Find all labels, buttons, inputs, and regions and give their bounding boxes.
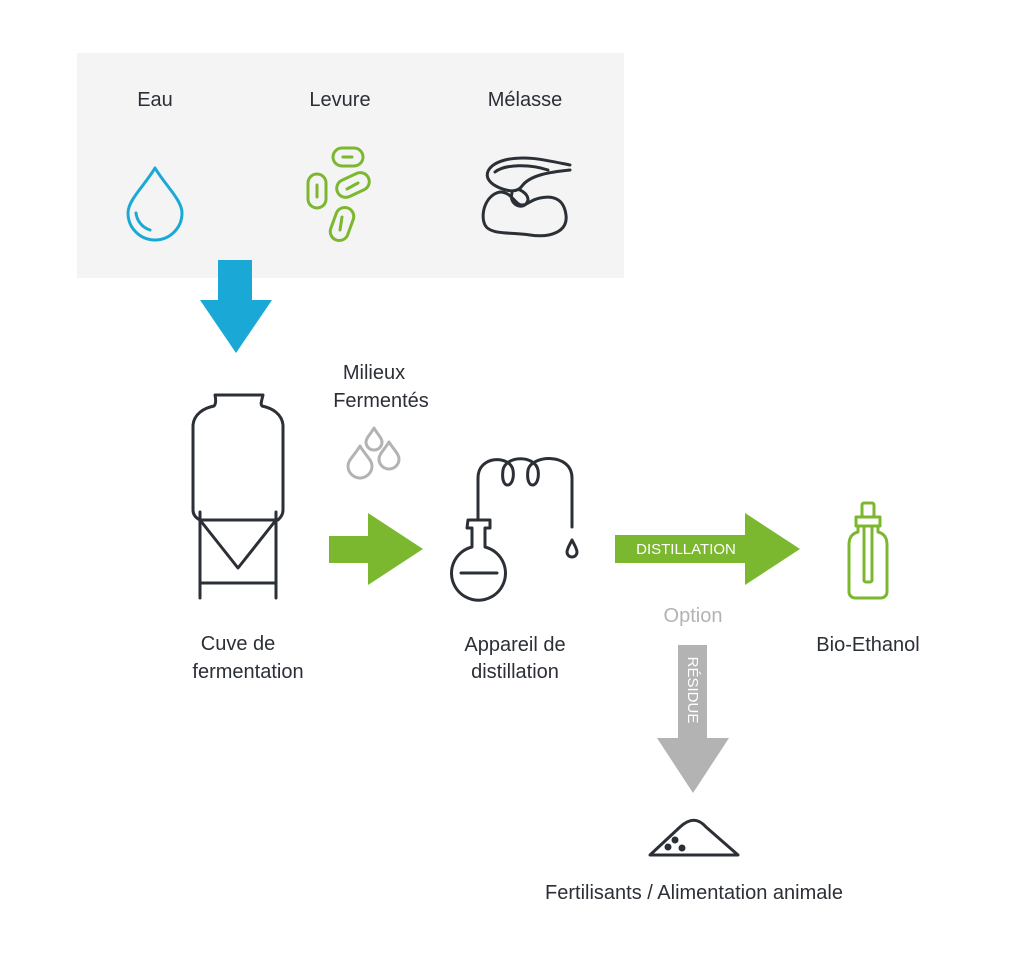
input-label-melasse: Mélasse: [488, 89, 562, 111]
bottle-icon: [847, 501, 889, 600]
distillation-arrow: [615, 513, 800, 585]
tank-label-line2: fermentation: [192, 661, 303, 683]
fermented-label-line2: Fermentés: [333, 390, 429, 412]
option-label: Option: [664, 605, 723, 627]
drops-icon: [346, 426, 401, 480]
distillation-flask-icon: [450, 457, 579, 602]
byproduct-label: Fertilisants / Alimentation animale: [545, 882, 843, 904]
product-label: Bio-Ethanol: [816, 634, 919, 656]
yeast-icon: [306, 146, 371, 243]
still-label-line2: distillation: [471, 661, 559, 683]
input-arrow: [200, 260, 272, 353]
input-label-levure: Levure: [309, 89, 370, 111]
powder-pile-icon: [648, 818, 740, 857]
tank-label-line1: Cuve de: [201, 633, 276, 655]
residue-arrow: [657, 645, 729, 793]
still-label-line1: Appareil de: [464, 634, 565, 656]
water-drop-icon: [126, 166, 184, 242]
fermented-arrow: [329, 513, 423, 585]
residue-arrow-label: RÉSIDUE: [684, 657, 701, 724]
fermented-label-line1: Milieux: [343, 362, 405, 384]
distillation-arrow-label: DISTILLATION: [636, 541, 736, 558]
molasses-icon: [481, 156, 572, 238]
fermentation-tank-icon: [191, 393, 285, 600]
input-label-eau: Eau: [137, 89, 173, 111]
